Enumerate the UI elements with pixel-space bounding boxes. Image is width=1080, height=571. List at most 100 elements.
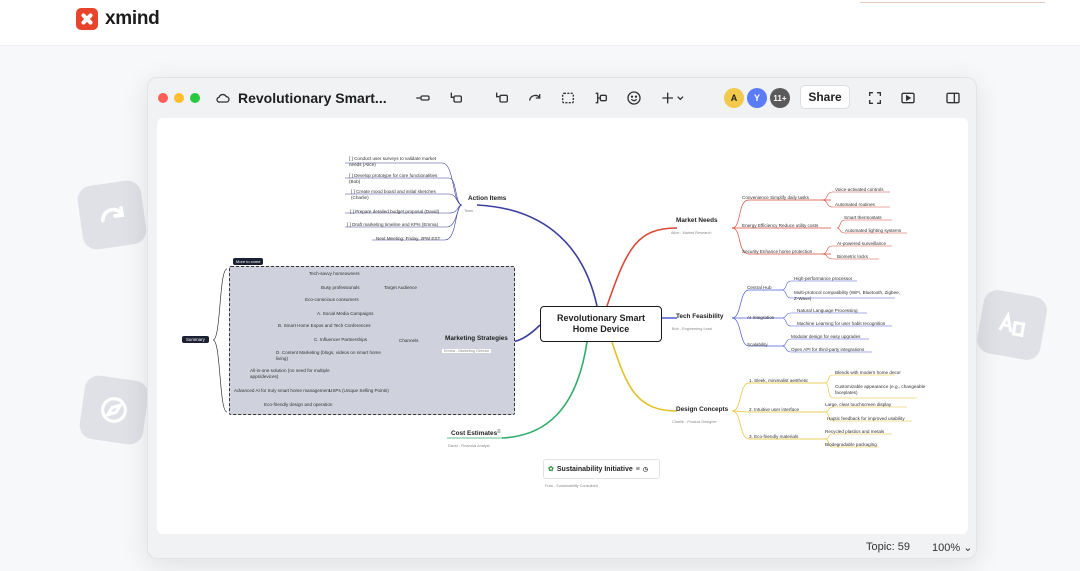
design-group[interactable]: 3. Eco-friendly materials	[749, 434, 799, 439]
clock-icon[interactable]: ◷	[642, 466, 649, 473]
tech-item[interactable]: High-performance processor	[794, 276, 853, 281]
document-title[interactable]: Revolutionary Smart...	[238, 90, 387, 106]
market-item[interactable]: AI-powered surveillance	[837, 241, 887, 246]
collaborator-avatar[interactable]: Y	[747, 88, 767, 108]
zoom-level: 100%	[932, 542, 961, 554]
design-item[interactable]: Biodegradable packaging	[825, 442, 877, 447]
design-group[interactable]: 2. Intuitive user interface	[749, 407, 800, 412]
boundary-label[interactable]: More to come	[233, 258, 264, 265]
xmind-logo[interactable]: xmind	[76, 8, 160, 30]
design-group[interactable]: 1. Sleek, minimalist aesthetic	[749, 378, 809, 383]
market-needs-note: Alice - Market Research	[671, 231, 712, 235]
marketing-group[interactable]: Channels	[399, 338, 419, 343]
redo-tile-icon	[75, 178, 149, 252]
floating-topic-icon[interactable]	[493, 89, 511, 107]
marketing-item[interactable]: Eco-friendly design and operation	[264, 402, 333, 407]
action-items-note: Team	[464, 209, 474, 213]
more-collaborators-badge[interactable]: 11+	[770, 88, 790, 108]
marketing-item[interactable]: D. Content Marketing (blogs, videos on s…	[276, 350, 381, 361]
marketing-group[interactable]: USPs (Unique Selling Points)	[329, 388, 389, 393]
chevron-down-icon: ⌄	[963, 542, 973, 554]
sidebar-toggle-icon[interactable]	[944, 89, 962, 107]
marketing-group[interactable]: Target Audience	[384, 285, 417, 290]
play-presentation-icon[interactable]	[899, 89, 917, 107]
note-icon[interactable]: ≡	[497, 429, 501, 435]
action-items-topic[interactable]: Action Items	[468, 195, 507, 202]
action-item[interactable]: [ ] Conduct user surveys to validate mar…	[349, 156, 437, 167]
insert-icon[interactable]	[658, 89, 688, 107]
action-item[interactable]: [ ] Develop prototype for core functiona…	[349, 173, 438, 184]
tech-group[interactable]: AI Integration	[747, 315, 775, 320]
market-item[interactable]: Automated routines	[835, 202, 875, 207]
header-divider	[860, 2, 1045, 3]
tech-item[interactable]: Machine Learning for user habit recognit…	[797, 321, 886, 326]
action-item[interactable]: [ ] Prepare detailed budget proposal (Da…	[350, 209, 440, 214]
design-item[interactable]: Large, clear touchscreen display	[825, 402, 892, 407]
tech-group[interactable]: Central Hub	[747, 285, 772, 290]
action-item[interactable]: [ ] Draft marketing timeline and KPIs (E…	[347, 222, 439, 227]
sustainability-label: Sustainability Initiative	[556, 465, 633, 473]
cost-estimates-note: David - Financial Analyst	[448, 444, 490, 448]
tech-item[interactable]: Modular design for easy upgrades	[791, 334, 861, 339]
site-header: xmind	[0, 0, 1080, 46]
action-item[interactable]: Next Meeting: Friday, 2PM EST	[376, 236, 441, 241]
toolbar: Revolutionary Smart... A Y 11+ Share	[148, 78, 976, 118]
marketing-item[interactable]: Advanced AI for truly smart home managem…	[234, 388, 331, 393]
market-item[interactable]: Smart thermostats	[844, 215, 882, 220]
tech-item[interactable]: Natural Language Processing	[797, 308, 858, 313]
marketing-item[interactable]: Busy professionals	[321, 285, 360, 290]
design-concepts-note: Charlie - Product Designer	[672, 420, 717, 424]
marketing-strategies-note: Emma - Marketing Director	[442, 349, 492, 353]
marketing-item[interactable]: C. Influencer Partnerships	[314, 337, 368, 342]
emoji-icon[interactable]	[625, 89, 643, 107]
market-item[interactable]: Biometric locks	[837, 254, 868, 259]
cost-estimates-topic[interactable]: Cost Estimates	[451, 430, 498, 437]
marketing-item[interactable]: B. Smart Home Expos and Tech Conferences	[278, 323, 371, 328]
tech-group[interactable]: Scalability	[747, 342, 768, 347]
central-topic[interactable]: Revolutionary Smart Home Device	[540, 306, 662, 342]
marketing-item[interactable]: All-in-one solution (no need for multipl…	[250, 368, 330, 379]
collaborator-avatar[interactable]: A	[724, 88, 744, 108]
share-button[interactable]: Share	[800, 85, 850, 109]
maximize-window-button[interactable]	[190, 93, 200, 103]
fullscreen-icon[interactable]	[866, 89, 884, 107]
boundary-icon[interactable]	[559, 89, 577, 107]
design-item[interactable]: Blends with modern home decor	[835, 370, 901, 375]
text-style-tile-icon	[974, 287, 1050, 363]
compass-tile-icon	[77, 373, 151, 447]
design-item[interactable]: Recycled plastics and metals	[825, 429, 885, 434]
design-concepts-topic[interactable]: Design Concepts	[676, 406, 729, 413]
market-group[interactable]: Convenience Simplify daily tasks	[742, 195, 809, 200]
cloud-icon	[214, 89, 232, 107]
tech-item[interactable]: Open API for third-party integrations	[791, 347, 865, 352]
branch-lines	[212, 162, 917, 448]
action-item[interactable]: [ ] Create mood board and initial sketch…	[351, 189, 436, 200]
design-item[interactable]: Customizable appearance (e.g., changeabl…	[835, 384, 926, 395]
close-window-button[interactable]	[158, 93, 168, 103]
market-group[interactable]: Energy Efficiency Reduce utility costs	[742, 223, 819, 228]
minimize-window-button[interactable]	[174, 93, 184, 103]
relationship-icon[interactable]	[526, 89, 544, 107]
zoom-selector[interactable]: 100% ⌄	[932, 541, 972, 554]
note-icon[interactable]: ≡	[635, 465, 640, 473]
tech-item[interactable]: Multi-protocol compatibility (WiFi, Blue…	[794, 290, 900, 301]
marketing-item[interactable]: Eco-conscious consumers	[305, 297, 359, 302]
topic-icon[interactable]	[447, 89, 465, 107]
subtopic-icon[interactable]	[414, 89, 432, 107]
xmind-logo-icon	[76, 8, 98, 30]
mind-map-canvas[interactable]: Revolutionary Smart Home Device Action I…	[157, 118, 968, 534]
summary-topic[interactable]: Summary	[182, 336, 209, 343]
summary-icon[interactable]	[592, 89, 610, 107]
market-group[interactable]: Security Enhance home protection	[742, 249, 813, 254]
app-window: Revolutionary Smart... A Y 11+ Share	[147, 77, 977, 559]
tech-feasibility-topic[interactable]: Tech Feasibility	[676, 313, 724, 320]
marketing-item[interactable]: Tech-savvy homeowners	[309, 271, 360, 276]
market-item[interactable]: Voice-activated controls	[835, 187, 884, 192]
marketing-strategies-topic[interactable]: Marketing Strategies	[445, 335, 508, 342]
market-needs-topic[interactable]: Market Needs	[676, 217, 718, 224]
design-item[interactable]: Haptic feedback for improved usability	[827, 416, 905, 421]
marketing-item[interactable]: A. Social Media Campaigns	[317, 311, 374, 316]
market-item[interactable]: Automated lighting systems	[845, 228, 902, 233]
sustainability-topic[interactable]: ✿ Sustainability Initiative ≡ ◷	[543, 459, 660, 479]
marketing-boundary[interactable]	[229, 266, 515, 415]
